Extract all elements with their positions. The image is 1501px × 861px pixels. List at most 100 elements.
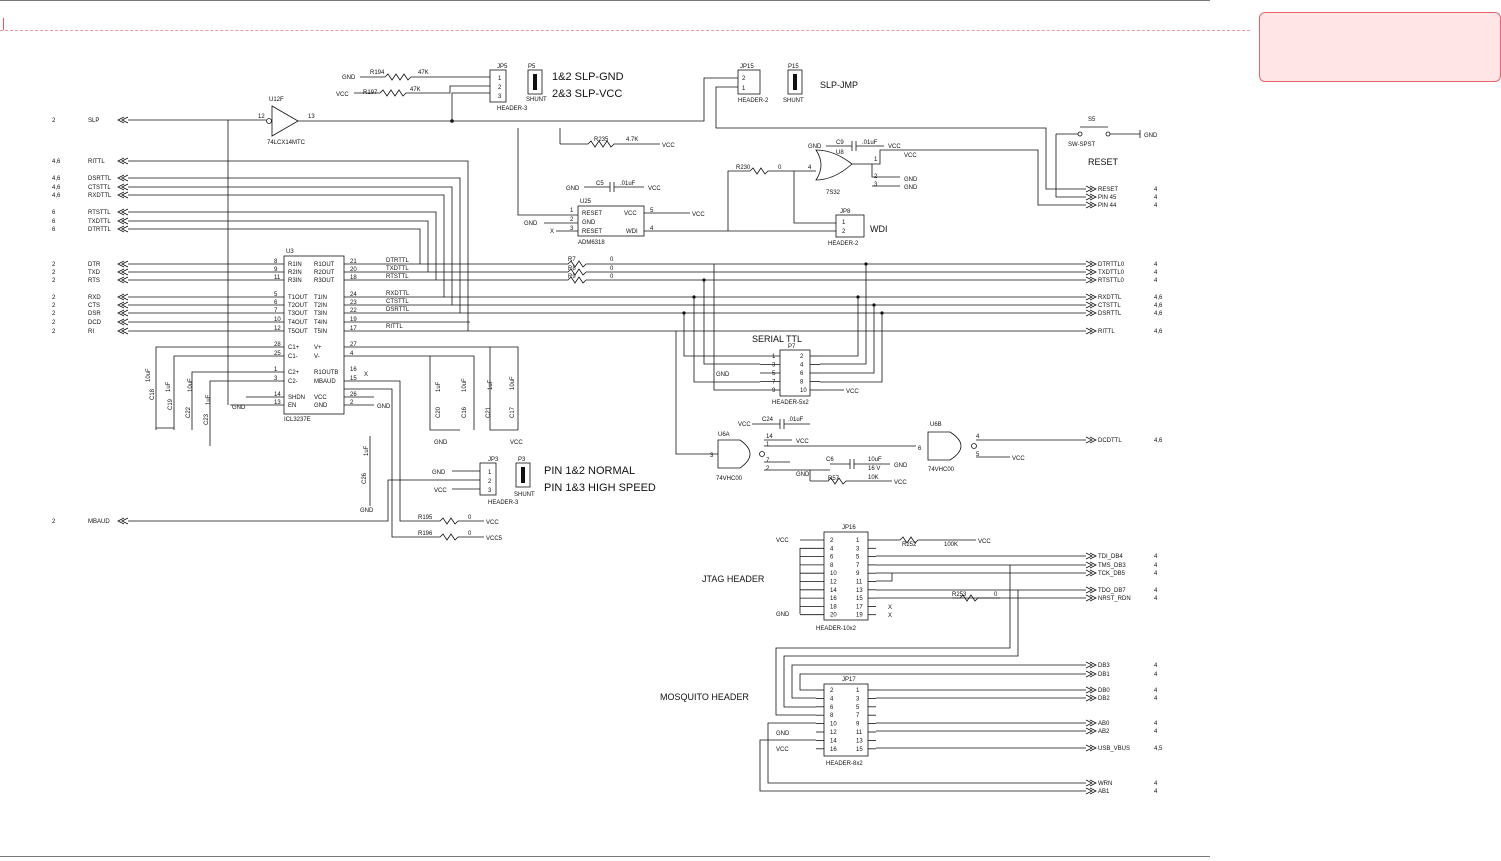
c9-capacitor: [826, 141, 884, 151]
jp17-part: HEADER-8x2: [826, 761, 863, 767]
u3-right-pin-num-1: 20: [350, 267, 357, 273]
c24-vcc: VCC: [738, 422, 751, 428]
u25-pin3-num: 3: [570, 226, 574, 232]
right-port-arrow-3: [1085, 260, 1097, 268]
right-port-db3: DB3: [1098, 663, 1110, 669]
right-port-dtrttl0: DTRTTL0: [1098, 262, 1125, 268]
left-port-sheet-4: 4,6: [52, 193, 61, 199]
right-port-arrow-5: [1085, 276, 1097, 284]
u3-right-pin-name-8: V+: [314, 345, 322, 351]
u3-left-pin-num-0: 8: [274, 259, 278, 265]
u3-cap-gnd: GND: [434, 440, 448, 446]
u3-left-pin-name-1: R2IN: [288, 270, 302, 276]
left-port-arrow-16: [117, 517, 129, 525]
left-port-sheet-9: 2: [52, 270, 56, 276]
p3-part: SHUNT: [514, 492, 535, 498]
left-port-sheet-16: 2: [52, 519, 56, 525]
jp17-gnd: GND: [776, 731, 790, 737]
annotation-note-box[interactable]: [1259, 12, 1501, 82]
u3-left-pin-num-1: 9: [274, 267, 278, 273]
right-port-sheet-0: 4: [1154, 187, 1158, 193]
r195-value: 0: [468, 515, 472, 521]
left-port-arrow-10: [117, 276, 129, 284]
left-port-arrow-0: [117, 116, 129, 124]
jp17-right-pin-4: 9: [856, 722, 860, 728]
u6b-nand-symbol: [927, 431, 962, 461]
u3-right-pin-name-10: R1OUTB: [314, 370, 338, 376]
right-port-sheet-12: 4: [1154, 563, 1158, 569]
u3-decoupling-wires: [429, 347, 518, 431]
c20-ref: C20: [436, 406, 442, 418]
jp16-jtag-header: JTAG HEADER JP16 HEADER-10x2 24681012141…: [702, 525, 1086, 632]
u3-left-pin-name-4: T2OUT: [288, 303, 308, 309]
left-port-sheet-12: 2: [52, 303, 56, 309]
jp5-gnd-label: GND: [342, 75, 356, 81]
jp16-right-pin-3: 7: [856, 563, 860, 569]
jp17-left-pin-1: 4: [830, 696, 834, 702]
jp5-section: GND VCC R194 47K R197 47K JP5 1 2 3 HEAD…: [336, 64, 624, 120]
jp16-signal-wires: [876, 555, 1086, 599]
u3-left-pin-name-2: R3IN: [288, 278, 302, 284]
r196-resistor: [418, 533, 484, 541]
u12f-inverter-symbol: [271, 105, 299, 137]
u25-pin5-name: VCC: [624, 211, 637, 217]
u3-right-pin-name-2: R3OUT: [314, 278, 335, 284]
u3-right-pin-num-10: 16: [350, 367, 357, 373]
header-dashed-line: [0, 30, 1250, 31]
p7-right-pin-3: 8: [800, 380, 804, 386]
jp16-right-pin-2: 5: [856, 555, 860, 561]
u3-right-pin-num-6: 19: [350, 317, 357, 323]
jp5-ref: JP5: [497, 64, 508, 70]
u3-left-pin-name-9: C1-: [288, 354, 298, 360]
r57-ref: R57: [828, 476, 840, 482]
jp15-part: HEADER-2: [738, 98, 769, 104]
right-port-sheet-8: 4,6: [1154, 311, 1163, 317]
u8-gnd1: GND: [904, 177, 918, 183]
p7-right-pin-1: 4: [800, 363, 804, 369]
jp8-header: [835, 214, 865, 238]
jp16-pin9-wire: [876, 573, 893, 582]
jp3-ref: JP3: [488, 457, 499, 463]
u6a-pin7: 7: [766, 458, 770, 464]
r230-resistor: [727, 167, 816, 231]
r9-ref: R9: [568, 274, 576, 280]
u8-gnd2: GND: [904, 185, 918, 191]
c6-ref: C6: [826, 457, 834, 463]
right-port-sheet-3: 4: [1154, 262, 1158, 268]
u6a-gnd: GND: [796, 472, 810, 478]
right-port-sheet-16: 4: [1154, 663, 1158, 669]
u25-part: ADM6318: [578, 240, 605, 246]
u3-gnd-en: GND: [232, 405, 246, 411]
c9-vcc: VCC: [888, 144, 901, 150]
jp15-pin1: 1: [742, 86, 746, 92]
r253-resistor: [952, 594, 1000, 602]
jp16-body: [823, 531, 869, 621]
u6b-pin5: 5: [976, 452, 980, 458]
right-port-arrow-15: [1085, 594, 1097, 602]
u12f-ref: U12F: [269, 97, 284, 103]
jp17-right-wires: [876, 689, 1086, 749]
slp-net-right: [298, 77, 738, 122]
left-port-ri: RI: [88, 329, 94, 335]
p7-junction-cts: [872, 303, 876, 307]
jp17-right-pin-5: 11: [856, 730, 863, 736]
r9-net: [344, 276, 1086, 284]
right-port-wrn: WRN: [1098, 781, 1112, 787]
u25-gnd: GND: [524, 221, 538, 227]
u3-right-pin-num-13: 2: [350, 400, 354, 406]
left-port-ctsttl: CTSTTL: [88, 185, 111, 191]
u3-right-pin-name-12: VCC: [314, 395, 327, 401]
net-dsrttl: DSRTTL: [386, 307, 410, 313]
c26-gnd: GND: [360, 508, 374, 514]
right-port-sheet-17: 4: [1154, 672, 1158, 678]
u3-right-pin-name-3: T1IN: [314, 295, 327, 301]
right-port-arrow-21: [1085, 727, 1097, 735]
p7-left-pin-4: 9: [772, 388, 776, 394]
p7-right-wires: [820, 264, 883, 391]
jp16-right-pin-6: 13: [856, 588, 863, 594]
p7-gnd: GND: [716, 372, 730, 378]
p3-shunt-bar: [521, 467, 525, 483]
u6a-pin3: 3: [710, 453, 714, 459]
